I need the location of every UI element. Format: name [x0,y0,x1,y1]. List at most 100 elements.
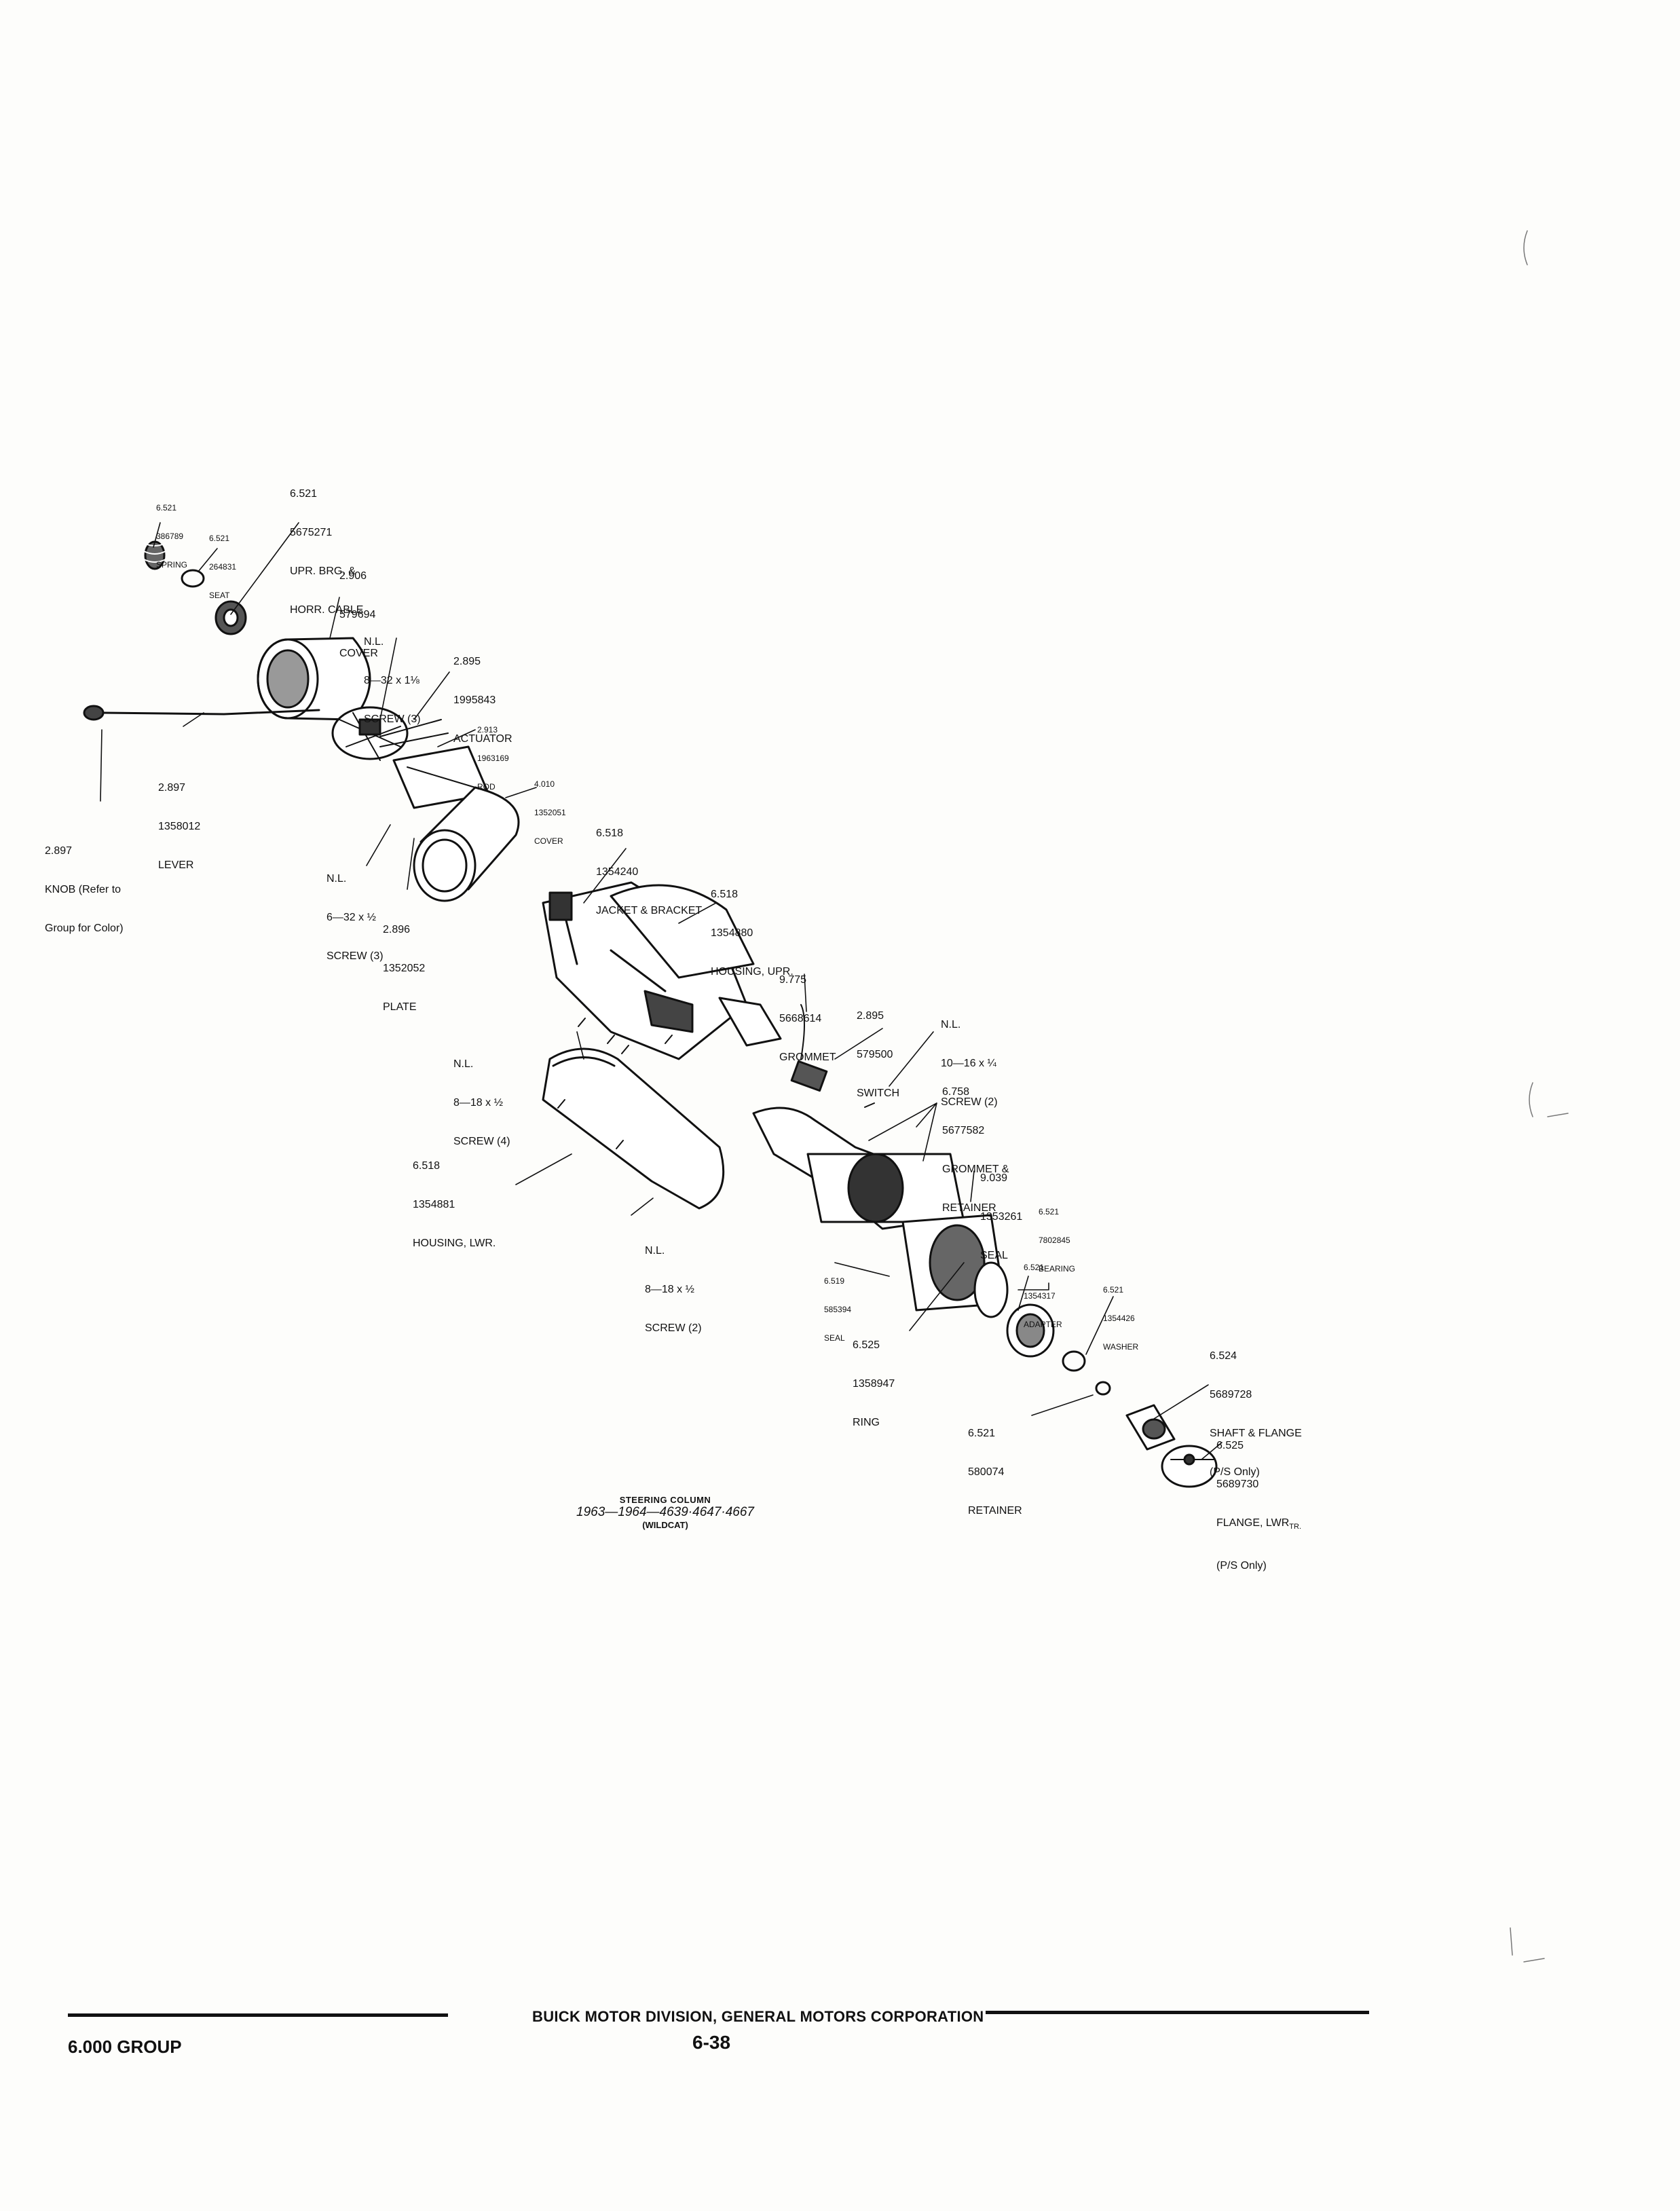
part-number-label: 2.895 [453,656,481,667]
label-seal-9039: 9.039 1353261 SEAL [980,1146,1022,1288]
part-code-label: 1354426 [1103,1314,1135,1323]
part-name-label: SCREW (2) [941,1096,998,1108]
part-number-label: 6.758 [942,1086,970,1098]
part-code-label: 8—32 x 1⅛ [364,675,419,686]
part-name-label: UPR. BRG. & [290,565,356,577]
part-code-label: 264831 [209,562,237,572]
part-name-label: HORR. CABLE [290,604,364,616]
part-number-label: 6.521 [1039,1207,1060,1216]
footer-group: 6.000 GROUP [68,2037,182,2057]
part-code-label: 8—18 x ½ [453,1097,503,1109]
leader-lines [100,522,1222,1460]
part-code-label: 10—16 x ¼ [941,1058,996,1069]
label-upper-bearing: 6.521 5675271 UPR. BRG. & HORR. CABLE [290,462,363,642]
label-upper-housing: 6.518 1354880 HOUSING, UPR. [711,862,794,1004]
part-name-label: (P/S Only) [1210,1466,1260,1478]
part-code-label: 1354880 [711,927,753,939]
part-code-label: 1358947 [853,1378,895,1390]
part-code-label: 585394 [824,1305,852,1314]
label-nl-screw-8-32: N.L. 8—32 x 1⅛ SCREW (3) [364,610,421,751]
part-name-label: COVER [339,648,378,659]
label-actuator: 2.895 1995843 ACTUATOR [453,629,512,771]
label-seat: 6.521 264831 SEAT [209,515,236,619]
part-number-label: 6.519 [824,1276,845,1286]
part-name-label: SCREW (4) [453,1136,510,1147]
part-name-label: RING [853,1417,880,1428]
label-nl-screw-6-32: N.L. 6—32 x ½ SCREW (3) [326,847,384,988]
part-name-label: HOUSING, UPR. [711,966,794,978]
shaft-flange-part [1125,1404,1176,1451]
upper-bearing-part [214,600,247,635]
upper-housing-part [610,884,782,1047]
label-jacket-bracket: 6.518 1354240 JACKET & BRACKET [596,801,702,943]
part-number-label: 6.518 [413,1160,441,1172]
actuator-assembly-part [331,706,409,761]
part-number-label: 6.524 [1210,1350,1237,1362]
part-number-label: N.L. [941,1019,961,1030]
part-name-label: SEAL [980,1250,1008,1261]
footer-rule-left [68,2013,448,2017]
part-code-label: 8—18 x ½ [645,1284,694,1295]
retainer-part [1095,1381,1111,1396]
part-number-label: 2.906 [339,570,367,582]
lever-rod-part [83,705,449,747]
part-name-label: LEVER [158,859,194,871]
part-number-label: 2.895 [857,1010,884,1022]
part-code-label: 579500 [857,1049,893,1060]
part-number-label: N.L. [364,636,384,648]
label-lower-housing: 6.518 1354881 HOUSING, LWR. [413,1134,496,1276]
label-nl-screw-10-16: N.L. 10—16 x ¼ SCREW (2) [941,992,998,1134]
part-name-label: ADAPTER [1024,1320,1062,1329]
part-name-label: SCREW (3) [326,950,384,962]
part-code-label: 5677582 [942,1125,985,1136]
part-code-label: 5689730 [1216,1479,1259,1490]
part-code-label: 1358012 [158,821,201,832]
part-number-label: 2.897 [45,845,73,857]
middle-cover-part [413,786,520,902]
label-nl-screw-8-18-4: N.L. 8—18 x ½ SCREW (4) [453,1032,510,1174]
part-name-label: RETAINER [968,1505,1022,1517]
part-number-label: N.L. [326,873,347,885]
part-number-label: 6.521 [209,534,230,543]
part-name-label: COVER [534,836,563,846]
label-knob: 2.897 KNOB (Refer to Group for Color) [45,819,124,961]
part-code-label: 580074 [968,1466,1005,1478]
label-shaft-flange: 6.524 5689728 SHAFT & FLANGE (P/S Only) [1210,1324,1302,1504]
part-name-label: SEAT [209,591,230,600]
part-name-label: GROMMET [779,1052,836,1063]
part-name-label: SPRING [156,560,188,570]
part-code-label: 5668614 [779,1013,822,1024]
label-spring: 6.521 386789 SPRING [156,484,187,589]
part-name-label: ROD [477,782,496,792]
label-grommet-retainer: 6.758 5677582 GROMMET & RETAINER [942,1060,1009,1240]
part-number-label: 6.521 [1103,1285,1124,1295]
part-number-label: 2.913 [477,725,498,735]
label-plate: 2.896 1352052 PLATE [383,897,425,1039]
switch-part [790,1004,828,1092]
diagram-caption: STEERING COLUMN 1963—1964—4639·4647·4667… [557,1495,774,1530]
part-name-label: SCREW (3) [364,713,421,725]
label-retainer: 6.521 580074 RETAINER [968,1401,1022,1543]
part-name-label: SWITCH [857,1088,900,1099]
part-code-label: 5675271 [290,527,333,538]
label-grommet: 9.775 5668614 GROMMET [779,948,836,1090]
adapter-part [1006,1303,1055,1358]
part-number-label: 6.521 [290,488,318,500]
seat-part [181,569,205,588]
part-name-label: FLANGE, LWR [1216,1517,1290,1529]
washer-part [1062,1350,1086,1372]
label-bearing: 6.521 7802845 BEARING [1039,1188,1075,1293]
label-lever: 2.897 1358012 LEVER [158,756,200,897]
top-cover-part [257,637,371,721]
part-number-label: N.L. [645,1245,665,1257]
footer-corporation: BUICK MOTOR DIVISION, GENERAL MOTORS COR… [532,2008,984,2025]
label-washer: 6.521 1354426 WASHER [1103,1266,1138,1371]
part-number-label: 4.010 [534,779,555,789]
part-name-label: SEAL [824,1333,845,1343]
footer-page-number: 6-38 [692,2032,731,2053]
part-number-label: 9.039 [980,1172,1008,1184]
part-number-label: 9.775 [779,974,807,986]
part-name-label: Group for Color) [45,923,124,934]
part-name-label: JACKET & BRACKET [596,905,703,916]
